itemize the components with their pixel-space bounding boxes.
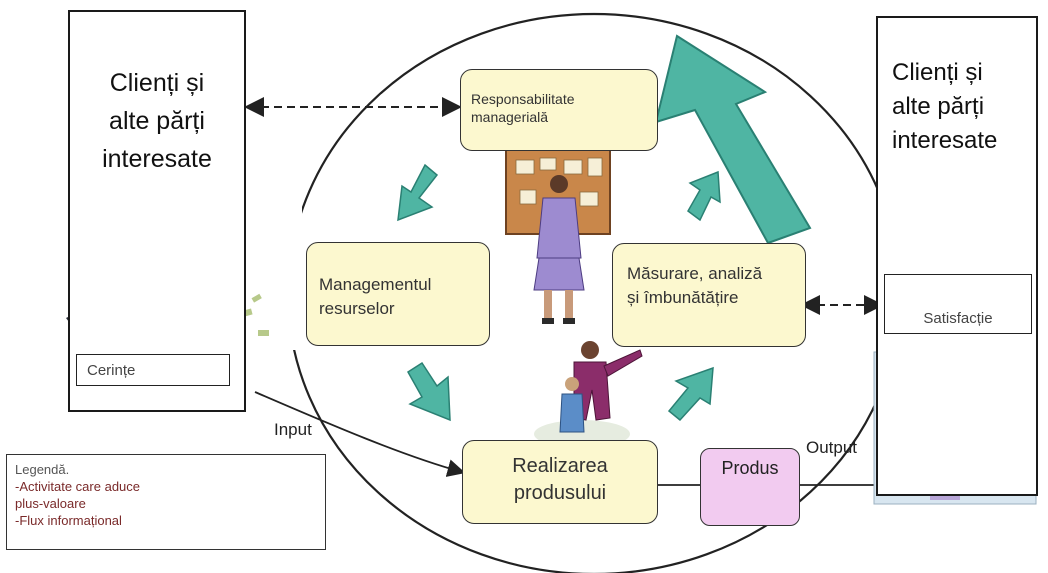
cerinte-box: Cerințe <box>76 354 230 386</box>
right-stakeholders-column: Clienți și alte părți interesate <box>876 16 1038 496</box>
legend-item-information-flow: -Flux informațional <box>15 513 122 528</box>
satisfactie-box: Satisfacție <box>884 274 1032 334</box>
cycle-arrow-top-right <box>687 170 721 222</box>
legend-title: Legendă. <box>15 462 70 477</box>
continuous-improvement-arrow <box>654 34 812 245</box>
right-title-line-1: Clienți și <box>892 59 983 86</box>
legend-item-value-added-line2: plus-valoare <box>15 496 86 511</box>
cerinte-label: Cerințe <box>87 362 136 379</box>
satisfactie-label: Satisfacție <box>923 310 993 327</box>
node-masurare-analiza-imbunatatire: Măsurare, analiză și îmbunătățire <box>612 243 806 347</box>
right-title-line-3: interesate <box>892 127 998 154</box>
left-title-line-3: interesate <box>102 145 212 173</box>
cycle-arrow-top-left <box>397 163 439 222</box>
masurare-label: Măsurare, analiză și îmbunătățire <box>627 264 763 307</box>
output-label: Output <box>806 438 858 457</box>
resurse-label: Managementul resurselor <box>319 275 432 318</box>
node-realizarea-produsului: Realizarea produsului <box>462 440 658 524</box>
realizare-label: Realizarea produsului <box>512 455 608 504</box>
node-managementul-resurselor: Managementul resurselor <box>306 242 490 346</box>
right-column-title: Clienți și alte părți interesate <box>878 56 1036 158</box>
left-title-line-2: alte părți <box>109 107 205 135</box>
produs-label: Produs <box>721 458 779 478</box>
left-stakeholders-column: Clienți și alte părți interesate <box>68 10 246 412</box>
cycle-arrow-bottom-left <box>407 361 451 422</box>
input-flow-arrow <box>254 391 466 477</box>
left-column-title: Clienți și alte părți interesate <box>70 64 244 178</box>
legend-box: Legendă. -Activitate care aduce plus-val… <box>6 454 326 550</box>
left-title-line-1: Clienți și <box>109 69 205 97</box>
cycle-arrow-bottom-right <box>667 366 714 422</box>
manager-board-illustration <box>505 139 611 324</box>
responsabilitate-label: Responsabilitate managerială <box>471 91 575 125</box>
legend-item-value-added-line1: -Activitate care aduce <box>15 479 141 494</box>
input-label: Input <box>274 420 312 439</box>
right-title-line-2: alte părți <box>892 93 985 120</box>
pointing-people-illustration <box>534 341 643 448</box>
node-responsabilitate-manageriala: Responsabilitate managerială <box>460 69 658 151</box>
node-produs: Produs <box>700 448 800 526</box>
